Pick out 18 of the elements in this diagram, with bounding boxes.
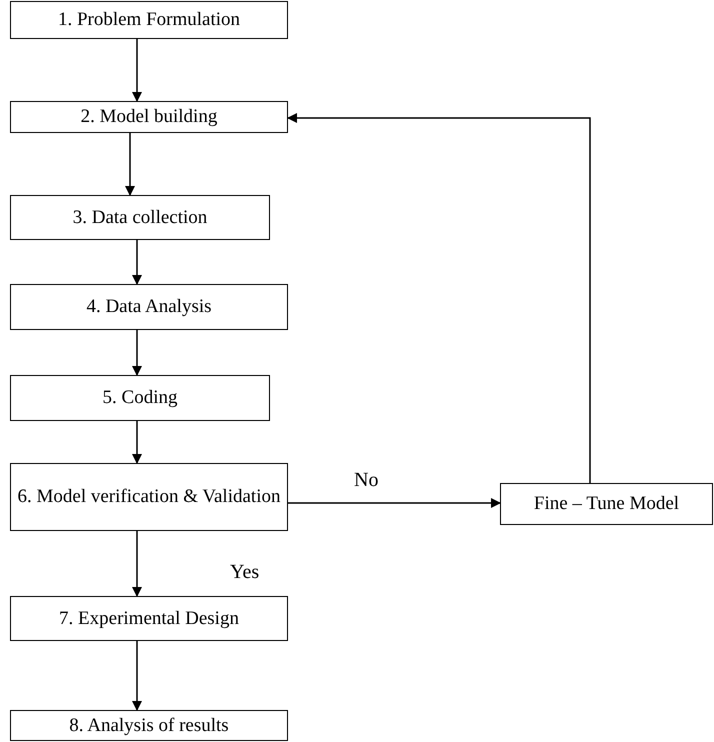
process-box: 8. Analysis of results [10,710,288,741]
arrow [132,421,142,464]
process-box: 3. Data collection [10,195,270,240]
process-box: 1. Problem Formulation [10,1,288,39]
process-box: 4. Data Analysis [10,284,288,330]
arrow [132,531,142,597]
arrow [132,641,142,711]
process-box: 2. Model building [10,101,288,133]
process-box: 7. Experimental Design [10,596,288,641]
arrow [132,240,142,285]
arrow [125,133,135,196]
process-box: 5. Coding [10,375,270,421]
process-box: 6. Model verification & Validation [10,463,288,531]
arrow [288,498,501,508]
arrow [132,330,142,376]
process-box: Fine – Tune Model [500,483,713,525]
arrow [132,39,142,102]
arrow [287,113,591,483]
